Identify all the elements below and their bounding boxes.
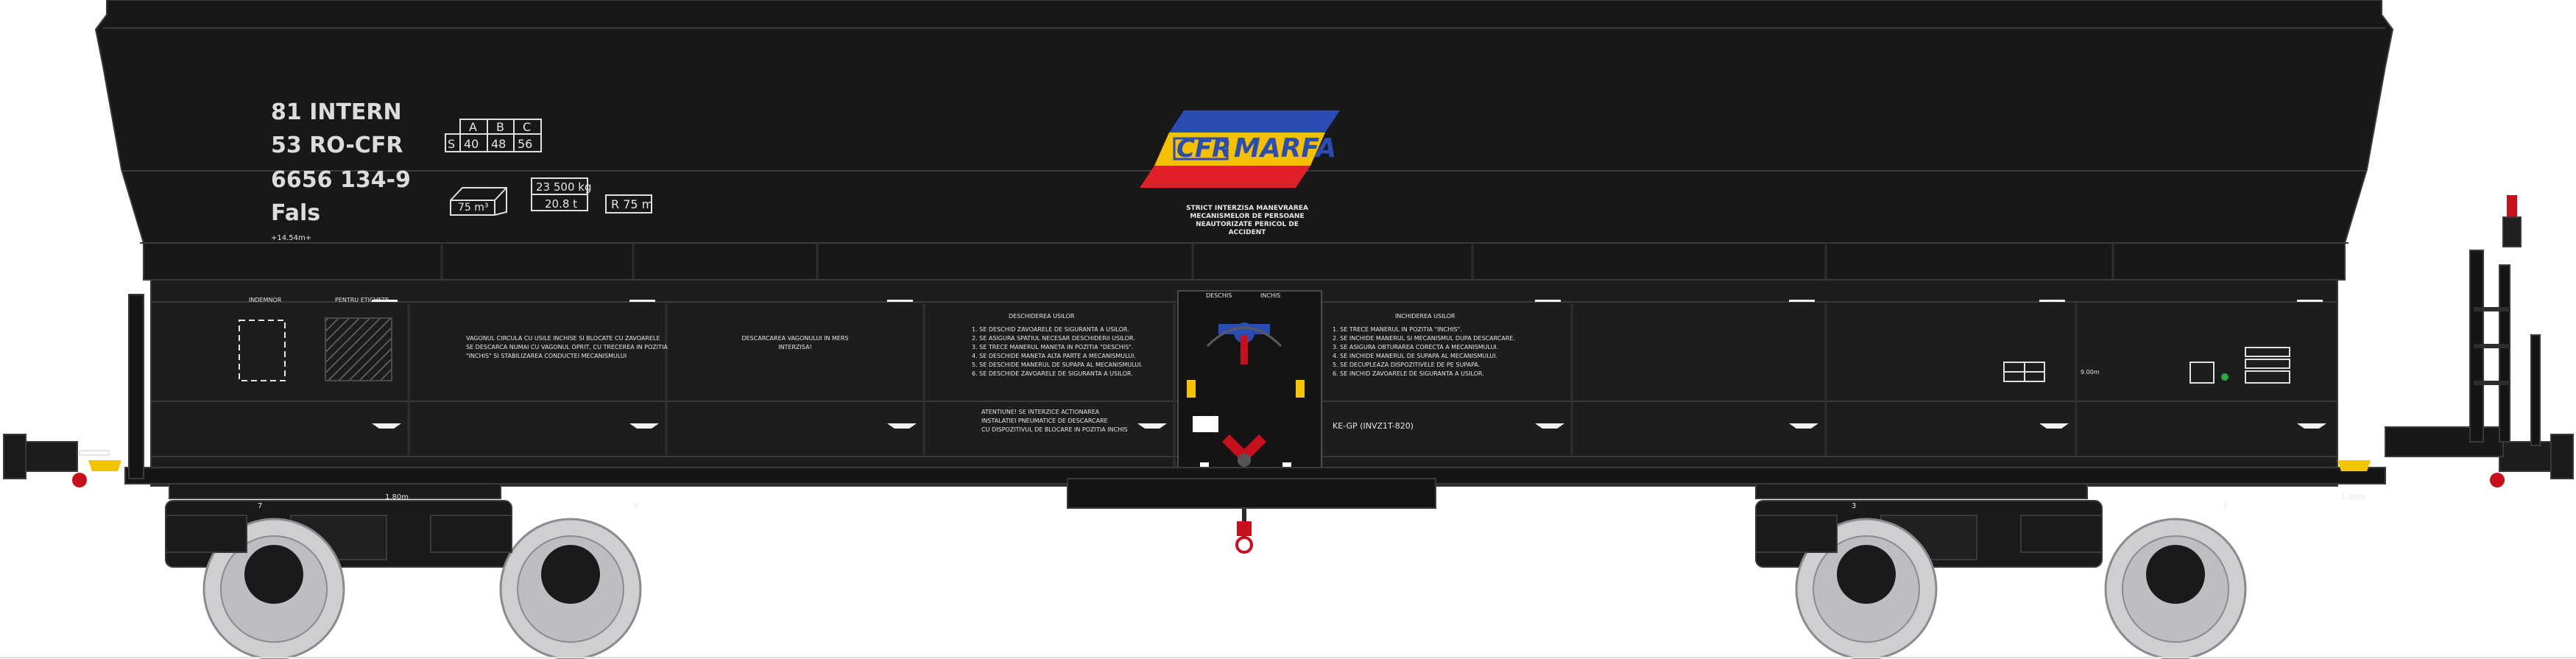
load-val-b: 48 xyxy=(491,137,506,151)
dim-left: 1.80m xyxy=(385,493,409,501)
green-dot xyxy=(2221,373,2229,381)
panel-tabs xyxy=(372,423,2326,429)
dim-right: 1.80m xyxy=(2341,493,2365,501)
svg-text:1. SE TRECE MANERUL IN POZITIA: 1. SE TRECE MANERUL IN POZITIA "INCHIS". xyxy=(1333,326,1462,333)
svg-text:2. SE ASIGURA SPATIUL NECESAR: 2. SE ASIGURA SPATIUL NECESAR DESCHIDERI… xyxy=(972,335,1135,342)
label-indemnor: INDEMNOR xyxy=(249,297,282,303)
right-plates: 9.00m xyxy=(2003,347,2290,384)
logo-marfa: MARFA xyxy=(1234,133,1336,163)
roof-seams xyxy=(440,243,2114,280)
dim-center: 9.00m xyxy=(2081,369,2100,376)
wheel-3 xyxy=(1795,518,1938,659)
axle-number-1: 1 xyxy=(2223,502,2228,510)
label-deschis: DESCHIS xyxy=(1206,292,1232,299)
label-etichete: PENTRU ETICHETE xyxy=(335,297,389,303)
underframe-left xyxy=(169,483,501,499)
load-head-a: A xyxy=(469,120,477,134)
volume-plate: 75 m³ xyxy=(450,187,507,216)
radius-value: R 75 m xyxy=(611,197,653,211)
capacity-plate: 23 500 kg 20.8 t xyxy=(531,177,591,211)
svg-text:2. SE INCHIDE MANERUL SI MECAN: 2. SE INCHIDE MANERUL SI MECANISMUL DUPA… xyxy=(1333,335,1515,342)
svg-text:ACCIDENT: ACCIDENT xyxy=(1229,229,1267,236)
wagon-code: KE-GP (INVZ1T-820) xyxy=(1333,421,1414,431)
wheel-4 xyxy=(2104,518,2247,659)
cfr-marfa-logo: CFR MARFA xyxy=(1140,110,1340,188)
svg-text:CU DISPOZITIVUL DE BLOCARE IN: CU DISPOZITIVUL DE BLOCARE IN POZITIA IN… xyxy=(981,426,1128,433)
load-val-a: 40 xyxy=(464,137,479,151)
mark-line4: Fals xyxy=(271,200,320,226)
attention-notice: ATENTIUNE! SE INTERZICE ACTIONAREA INSTA… xyxy=(981,409,1128,433)
wagon-marks: 81 INTERN 53 RO-CFR 6656 134-9 Fals +14.… xyxy=(271,99,411,242)
warning-text: STRICT INTERZISA MANEVRAREA MECANISMELOR… xyxy=(1186,205,1308,236)
mark-line1: 81 INTERN xyxy=(271,99,402,125)
svg-text:VAGONUL CIRCULA CU USILE INCHI: VAGONUL CIRCULA CU USILE INCHISE SI BLOC… xyxy=(466,335,660,342)
underframe-center xyxy=(1067,478,1436,509)
radius-plate: R 75 m xyxy=(605,194,653,214)
svg-text:STRICT INTERZISA MANEVRAREA: STRICT INTERZISA MANEVRAREA xyxy=(1186,205,1308,212)
svg-text:SE DESCARCA NUMAI CU VAGONUL O: SE DESCARCA NUMAI CU VAGONUL OPRIT, CU T… xyxy=(466,344,668,350)
load-row-label: S xyxy=(448,137,455,151)
label-holder-hatched xyxy=(325,317,392,381)
svg-text:DESCARCAREA VAGONULUI IN MERS: DESCARCAREA VAGONULUI IN MERS xyxy=(741,335,848,342)
mark-line2: 53 RO-CFR xyxy=(271,133,403,158)
svg-text:5. SE DESCHIDE MANERUL DE SUPA: 5. SE DESCHIDE MANERUL DE SUPAPA AL MECA… xyxy=(972,362,1143,368)
svg-text:INTERZISA!: INTERZISA! xyxy=(778,344,812,350)
svg-text:1. SE DESCHID ZAVOARELE DE SIG: 1. SE DESCHID ZAVOARELE DE SIGURANTA A U… xyxy=(972,326,1129,333)
svg-text:5. SE DECUPLEAZA DISPOZITIVELE: 5. SE DECUPLEAZA DISPOZITIVELE DE PE SUP… xyxy=(1333,362,1480,368)
svg-text:NEAUTORIZATE PERICOL DE: NEAUTORIZATE PERICOL DE xyxy=(1196,221,1299,228)
capacity-weight: 23 500 kg xyxy=(536,180,591,194)
open-instructions: DESCHIDEREA USILOR 1. SE DESCHID ZAVOARE… xyxy=(972,313,1143,377)
svg-text:ATENTIUNE! SE INTERZICE ACTION: ATENTIUNE! SE INTERZICE ACTIONAREA xyxy=(981,409,1100,415)
underframe-right xyxy=(1755,483,2088,499)
svg-text:4. SE DESCHIDE MANETA ALTA PAR: 4. SE DESCHIDE MANETA ALTA PARTE A MECAN… xyxy=(972,353,1136,359)
svg-text:4. SE INCHIDE MANERUL DE SUPAP: 4. SE INCHIDE MANERUL DE SUPAPA AL MECAN… xyxy=(1333,353,1497,359)
label-holder-dashed xyxy=(239,320,286,381)
svg-text:INCHIDEREA USILOR: INCHIDEREA USILOR xyxy=(1395,313,1455,320)
notice-middle: DESCARCAREA VAGONULUI IN MERS INTERZISA! xyxy=(741,335,848,350)
mark-line3: 6656 134-9 xyxy=(271,167,411,193)
svg-text:MECANISMELOR DE PERSOANE: MECANISMELOR DE PERSOANE xyxy=(1190,213,1304,220)
right-platform xyxy=(2385,195,2541,457)
svg-text:"INCHIS" SI STABILIZAREA CONDU: "INCHIS" SI STABILIZAREA CONDUCTEI MECAN… xyxy=(466,353,627,359)
load-head-b: B xyxy=(496,120,504,134)
notice-left: VAGONUL CIRCULA CU USILE INCHISE SI BLOC… xyxy=(466,335,668,359)
right-buffer xyxy=(2337,434,2574,487)
svg-text:3. SE TRECE MANERUL MANETA IN: 3. SE TRECE MANERUL MANETA IN POZITIA "D… xyxy=(972,344,1133,350)
svg-text:3. SE ASIGURA OBTURAREA CORECT: 3. SE ASIGURA OBTURAREA CORECTA A MECANI… xyxy=(1333,344,1498,350)
wheel-1 xyxy=(202,518,345,659)
wheel-2 xyxy=(499,518,642,659)
svg-text:6. SE DESCHIDE ZAVOARELE DE SI: 6. SE DESCHIDE ZAVOARELE DE SIGURANTA A … xyxy=(972,370,1133,377)
load-head-c: C xyxy=(523,120,531,134)
svg-text:INSTALATIEI PNEUMATICE DE DESC: INSTALATIEI PNEUMATICE DE DESCARCARE xyxy=(981,417,1108,424)
volume-value: 75 m³ xyxy=(458,202,489,214)
axle-number-7: 7 xyxy=(258,502,262,510)
mark-length: +14.54m+ xyxy=(271,234,311,242)
svg-text:DESCHIDEREA USILOR: DESCHIDEREA USILOR xyxy=(1009,313,1075,320)
load-val-c: 56 xyxy=(518,137,532,151)
axle-number-5: 5 xyxy=(633,502,638,510)
label-inchis: INCHIS xyxy=(1260,292,1280,299)
svg-text:6. SE INCHID ZAVOARELE DE SIGU: 6. SE INCHID ZAVOARELE DE SIGURANTA A US… xyxy=(1333,370,1484,377)
axle-number-3: 3 xyxy=(1852,502,1856,510)
left-buffer xyxy=(3,294,144,487)
capacity-area: 20.8 t xyxy=(545,197,577,211)
panel-tabs-top xyxy=(372,300,2323,302)
close-instructions: INCHIDEREA USILOR 1. SE TRECE MANERUL IN… xyxy=(1333,313,1515,377)
load-table: A B C S 40 48 56 xyxy=(445,119,542,152)
discharge-mechanism: DESCHIS INCHIS xyxy=(1177,290,1322,554)
